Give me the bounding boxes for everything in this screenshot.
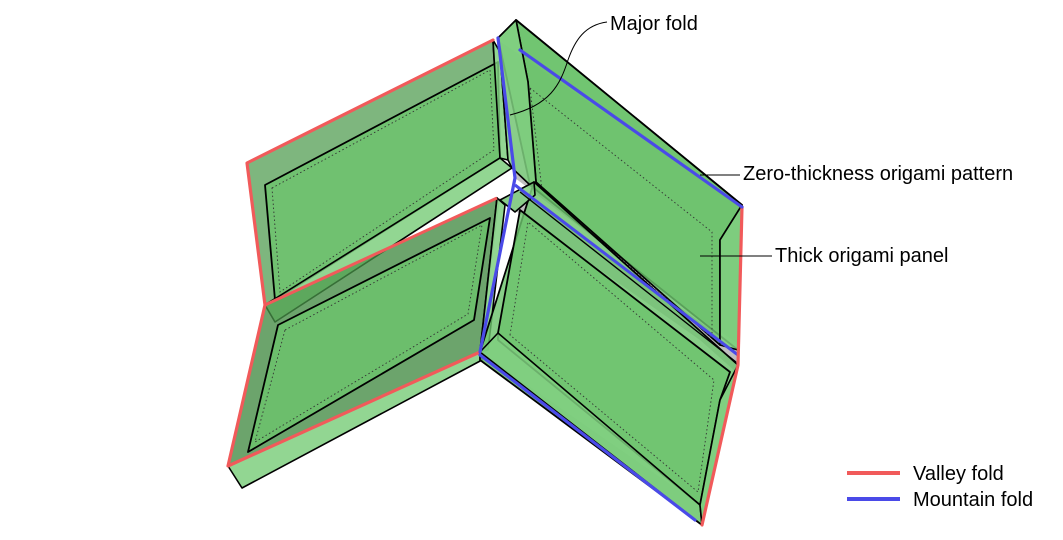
label-thick-origami-panel: Thick origami panel (775, 245, 948, 267)
label-zero-thickness-pattern: Zero-thickness origami pattern (743, 163, 1013, 185)
legend-valley-label: Valley fold (913, 463, 1004, 485)
legend: Valley fold Mountain fold (847, 463, 1033, 511)
label-major-fold: Major fold (610, 13, 698, 35)
legend-mountain-label: Mountain fold (913, 489, 1033, 511)
